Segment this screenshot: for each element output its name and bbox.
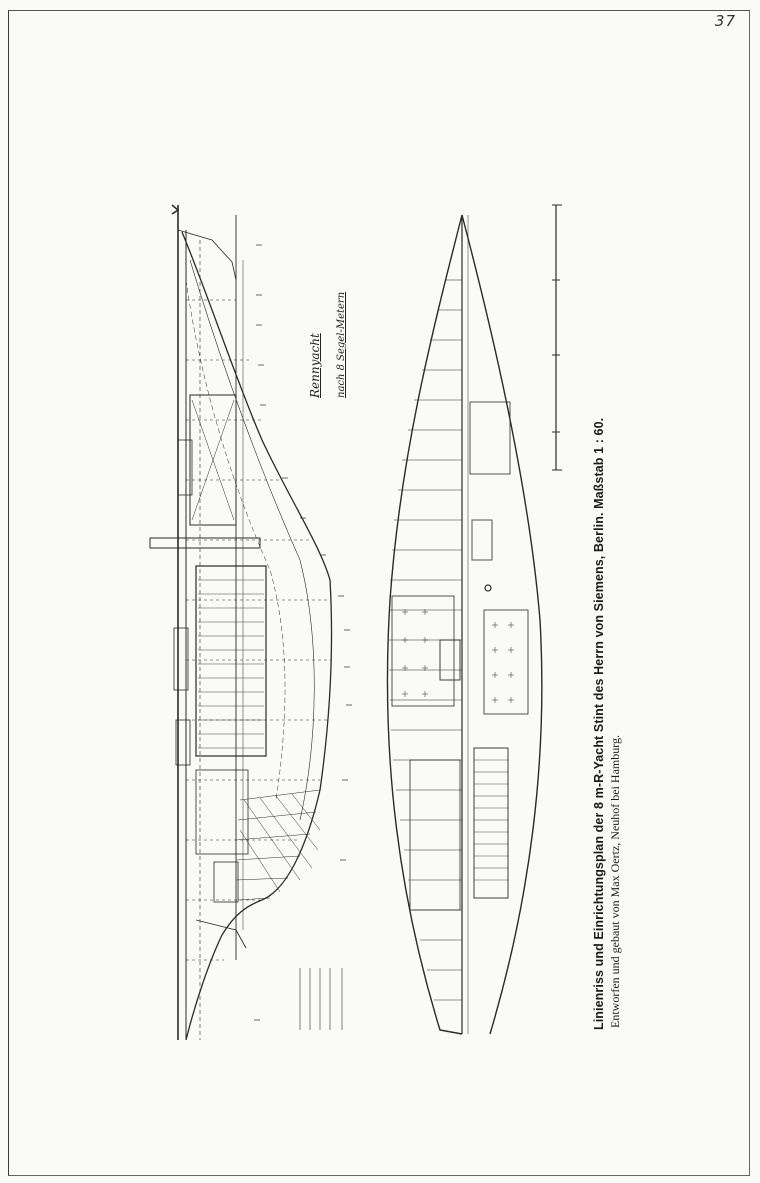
page-frame <box>8 10 750 1176</box>
cockpit <box>195 769 249 855</box>
hull-profile <box>181 231 333 1041</box>
handwritten-subtitle: nach 8 Segel-Metern <box>336 291 347 398</box>
handwritten-title: Rennyacht <box>308 333 322 398</box>
cockpit-grating <box>473 747 509 899</box>
berth-crosses <box>492 622 514 703</box>
saloon-block <box>195 565 267 757</box>
berth-area <box>483 609 529 715</box>
skylight <box>173 627 189 691</box>
hatch-2 <box>175 719 191 766</box>
lead-keel-hatching <box>235 789 321 901</box>
hatch-1 <box>177 439 193 496</box>
diagonal-curve-2 <box>185 279 286 801</box>
hull-plan-outline-inner <box>386 214 463 1035</box>
caption-sub: Entworfen und gebaut von Max Oertz, Neuh… <box>608 734 622 1028</box>
grating-lines <box>474 759 508 881</box>
caption-main: Linienriss und Einrichtungsplan der 8 m-… <box>592 190 606 1030</box>
hull-plan-outline-outer <box>461 214 543 1035</box>
page-number: 37 <box>714 12 736 30</box>
rudder-head <box>213 861 239 903</box>
toilet <box>471 519 493 561</box>
caption: Linienriss und Einrichtungsplan der 8 m-… <box>592 190 623 1030</box>
profile-lines-plan <box>149 204 352 1041</box>
bow-pennant <box>171 204 180 215</box>
saloon-planking <box>198 579 264 749</box>
mast <box>149 537 261 549</box>
station-ticks <box>254 244 352 1021</box>
caption-scale: Maßstab 1 : 60. <box>592 417 606 509</box>
accommodation-plan <box>386 204 562 1035</box>
dimension-table <box>299 968 343 1030</box>
aft-cabin <box>409 759 461 911</box>
galley <box>469 401 511 475</box>
companion-ladder <box>439 639 461 681</box>
saloon-crosses <box>402 609 428 697</box>
section-stations <box>186 299 332 961</box>
doghouse <box>189 394 237 526</box>
diagonal-curve-1 <box>189 259 315 821</box>
bow-overhang <box>177 229 237 281</box>
scale-ticks <box>552 204 562 471</box>
rudder-post <box>195 919 247 949</box>
mast-step <box>484 584 492 592</box>
caption-title: Linienriss und Einrichtungsplan der 8 m-… <box>592 512 606 1030</box>
saloon-table <box>391 595 455 707</box>
